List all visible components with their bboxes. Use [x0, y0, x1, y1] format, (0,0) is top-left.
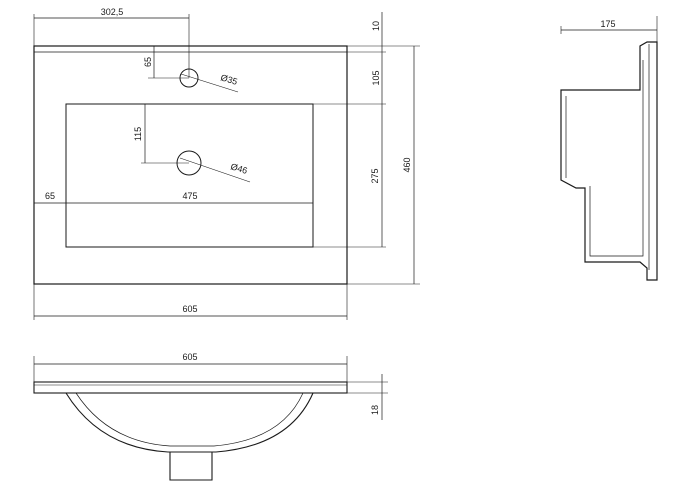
top-view-outline — [33, 45, 348, 285]
side-profile-outer — [560, 41, 658, 281]
dim-65-margin-label: 65 — [45, 191, 55, 201]
front-bowl-inner — [75, 392, 304, 447]
dim-35-label: Ø35 — [219, 72, 238, 87]
dim-105-label: 105 — [371, 70, 381, 85]
dim-302-label: 302,5 — [101, 7, 124, 17]
front-bowl-outer — [65, 392, 314, 453]
dim-605-top-label: 605 — [182, 304, 197, 314]
front-drain — [169, 452, 213, 481]
basin-outline — [65, 103, 314, 248]
dim-175-label: 175 — [600, 19, 615, 29]
dim-275-label: 275 — [370, 168, 380, 183]
front-slab — [33, 381, 348, 394]
side-profile-inner — [565, 44, 650, 270]
leader-35 — [180, 73, 239, 93]
side-view: 175 — [560, 16, 658, 281]
dim-65-hole-label: 65 — [143, 57, 153, 67]
dim-605-front-label: 605 — [182, 352, 197, 362]
leader-46 — [179, 157, 251, 183]
top-view: 302,5 10 65 Ø35 105 115 Ø46 275 460 — [33, 7, 420, 320]
dim-46-label: Ø46 — [229, 161, 248, 176]
dim-475-label: 475 — [182, 191, 197, 201]
dim-460-label: 460 — [402, 157, 412, 172]
dim-115-label: 115 — [133, 127, 143, 141]
dim-10-label: 10 — [371, 21, 381, 31]
front-view: 605 18 — [33, 352, 388, 481]
dim-18-label: 18 — [370, 405, 380, 415]
